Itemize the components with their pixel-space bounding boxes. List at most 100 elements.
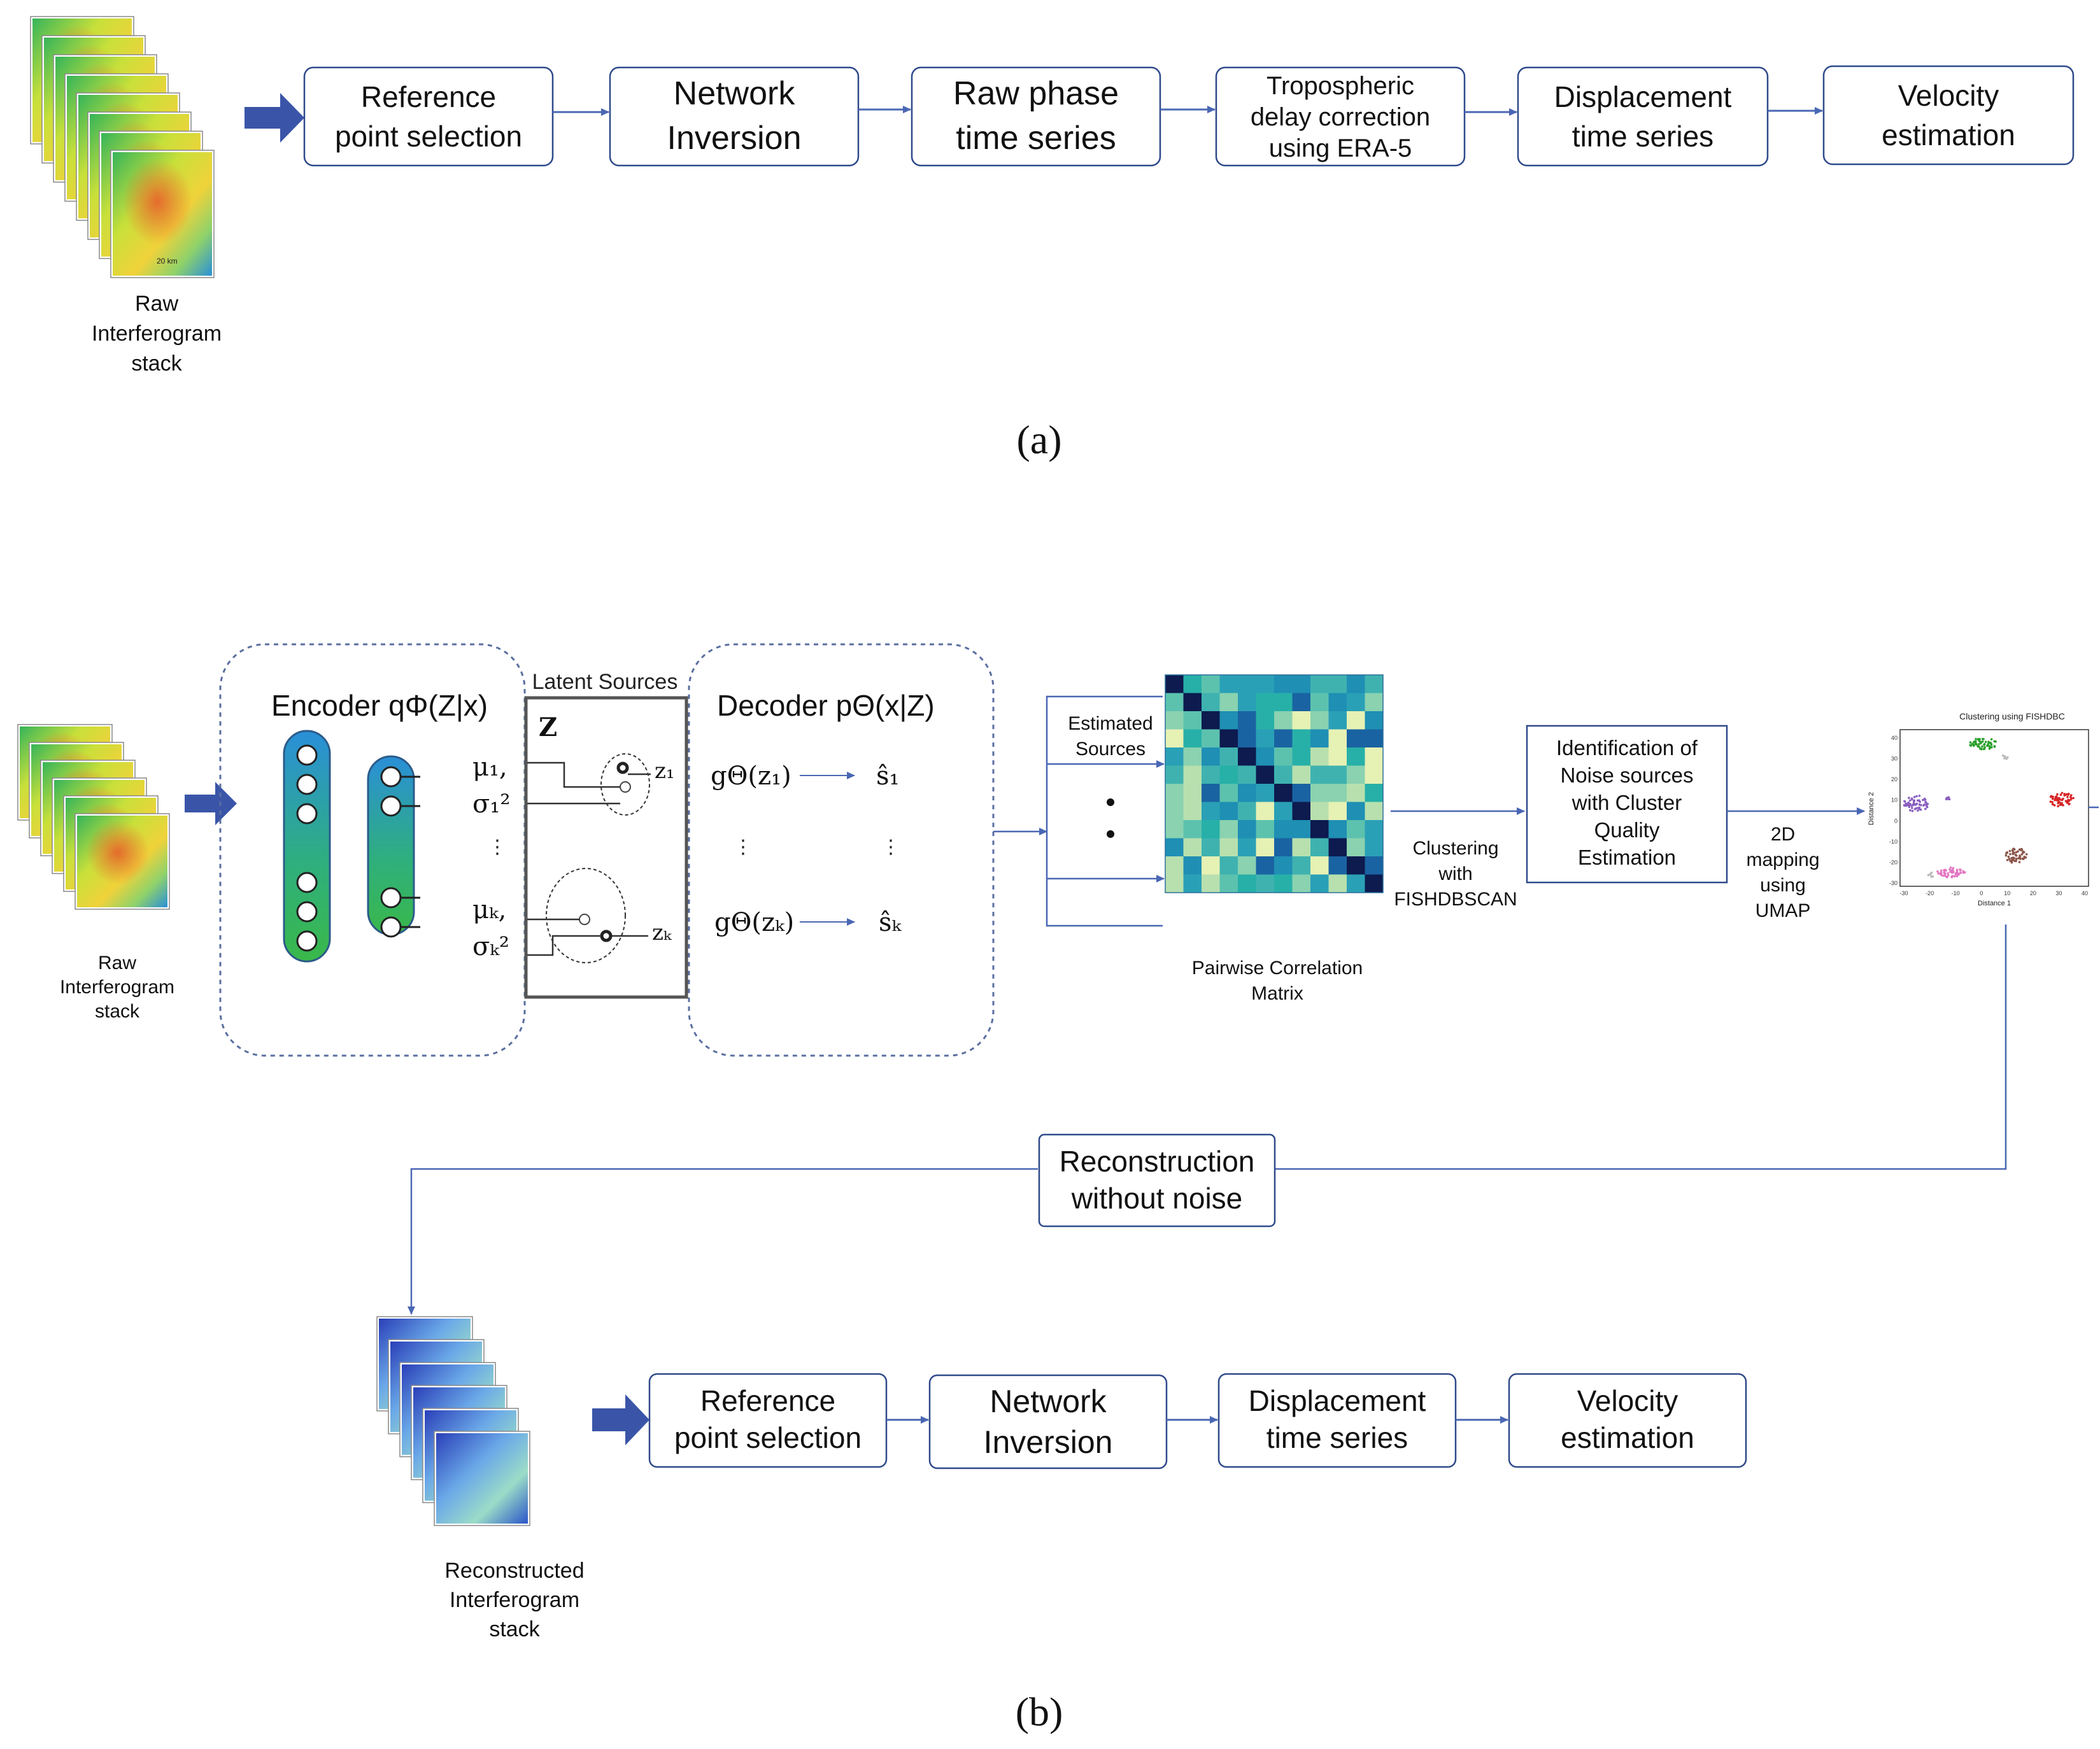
scatter-point (2066, 796, 2069, 798)
scatter-point (1927, 874, 1930, 877)
step-b-2-line: Network (990, 1384, 1107, 1419)
identification-box: Identification of Noise sources with Clu… (1526, 725, 1728, 884)
matrix-cell (1310, 838, 1329, 857)
scatter-point (1909, 802, 1912, 805)
latent-title: Latent Sources (532, 670, 678, 694)
scatter-point (2013, 848, 2016, 851)
scatter-point (1990, 738, 1993, 740)
matrix-cell (1202, 693, 1220, 712)
matrix-cell (1202, 765, 1220, 784)
matrix-cell (1292, 802, 1311, 821)
scatter-point (1943, 870, 1946, 874)
matrix-cell (1365, 729, 1384, 748)
step-b-1-line: Reference (700, 1384, 835, 1417)
matrix-cell (1219, 747, 1238, 766)
scatter-point (1924, 807, 1927, 811)
scatter-point (1913, 803, 1917, 806)
matrix-cell (1238, 802, 1256, 821)
matrix-cell (1310, 675, 1329, 693)
scatter-point (2051, 797, 2054, 800)
pairwise-correlation-matrix (1165, 674, 1384, 893)
scatter-point (2051, 800, 2054, 804)
scatter-point (2056, 793, 2059, 796)
step-b-2-box (928, 1374, 1168, 1469)
matrix-cell (1183, 856, 1202, 875)
reconstructed-interferogram-stack (376, 1316, 530, 1526)
matrix-cell (1238, 784, 1256, 802)
matrix-cell (1365, 784, 1384, 802)
scatter-point (1979, 742, 1982, 745)
step-a-3: Raw phase time series (911, 66, 1161, 167)
scatter-point (2054, 798, 2056, 802)
step-b-3: Displacement time series (1217, 1373, 1457, 1468)
latent-node (600, 930, 613, 942)
identification-line: with Cluster (1571, 791, 1682, 814)
step-a-1-line: Reference (361, 80, 496, 113)
scatter-point (1951, 875, 1954, 877)
matrix-cell (1274, 711, 1293, 730)
scatter-point (2015, 854, 2018, 857)
scatter-point (1943, 872, 1947, 875)
matrix-cell (1365, 765, 1384, 784)
matrix-cell (1274, 675, 1293, 693)
scatter-x-tick: -30 (1899, 890, 1908, 896)
scatter-point (2057, 805, 2059, 808)
scatter-point (1948, 868, 1951, 871)
stack-a-fat-arrow (245, 93, 304, 143)
matrix-border (1165, 674, 1384, 893)
scatter-point (1915, 795, 1918, 798)
matrix-cell (1328, 675, 1347, 693)
scatter-point (1957, 873, 1961, 875)
matrix-cell (1238, 747, 1256, 766)
step-b-3-line: time series (1266, 1421, 1408, 1454)
scatter-point (2020, 848, 2024, 851)
interferogram-thumbnail (434, 1431, 530, 1526)
matrix-cell (1310, 765, 1329, 784)
matrix-cell (1165, 675, 1184, 693)
matrix-cell (1256, 856, 1275, 875)
stack-c-caption: Reconstructed Interferogram stack (444, 1559, 584, 1641)
matrix-cell (1202, 784, 1220, 802)
scatter-x-tick: 20 (2030, 890, 2036, 896)
neuron (296, 872, 318, 893)
matrix-cell (1274, 693, 1293, 712)
matrix-cell (1238, 693, 1256, 712)
scatter-point (1918, 795, 1921, 797)
clustering-label: with (1438, 863, 1472, 884)
decoder-sk: ŝₖ (879, 908, 902, 937)
stack-b-caption-line: Interferogram (60, 977, 174, 998)
matrix-cell (1219, 784, 1238, 802)
scatter-point (1908, 799, 1912, 802)
scatter-point (1916, 807, 1919, 809)
matrix-caption: Pairwise Correlation (1192, 958, 1363, 979)
scatter-point (1913, 796, 1916, 798)
matrix-cell (1238, 820, 1256, 839)
scatter-point (2001, 754, 2004, 757)
matrix-cell (1292, 729, 1311, 748)
decoder-s1: ŝ₁ (876, 761, 900, 791)
matrix-cell (1219, 693, 1238, 712)
scatter-point (2007, 855, 2010, 858)
scatter-point (2056, 797, 2059, 800)
scatter-point (1906, 802, 1910, 805)
decoder-gk: gΘ(zₖ) (714, 908, 794, 937)
scatter-point (1919, 800, 1922, 804)
matrix-cell (1365, 856, 1384, 875)
matrix-cell (1347, 765, 1365, 784)
scatter-point (1911, 809, 1914, 812)
matrix-cell (1219, 838, 1238, 857)
scatter-point (2049, 800, 2052, 803)
matrix-cell (1292, 784, 1311, 802)
step-a-3-box (911, 66, 1161, 167)
matrix-cell (1310, 856, 1329, 875)
identification-box-frame (1526, 725, 1728, 884)
matrix-cell (1274, 765, 1293, 784)
feedback-line (1275, 924, 2007, 1170)
step-a-2-line: Network (674, 75, 796, 112)
step-a-5-line: time series (1572, 120, 1713, 153)
matrix-cell (1183, 874, 1202, 893)
matrix-cell (1292, 693, 1311, 712)
matrix-cell (1365, 874, 1384, 893)
matrix-cell (1347, 820, 1365, 839)
